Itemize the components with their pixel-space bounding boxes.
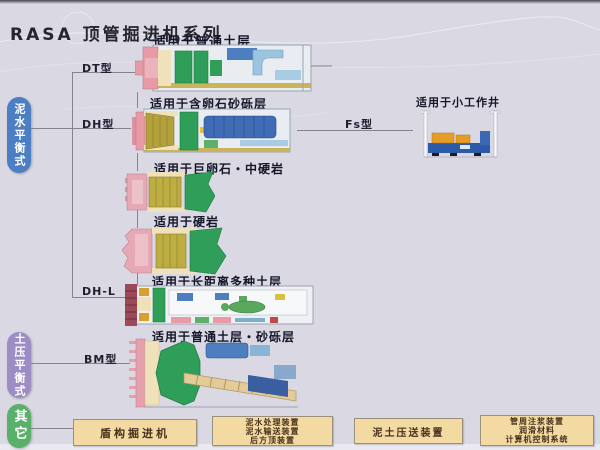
equipment-box-slurry-systems: 泥水处理装置 泥水输送装置 后方顶装置 xyxy=(212,416,333,446)
equipment-box-line: 润滑材料 xyxy=(519,426,555,435)
bm-machine-illustration xyxy=(129,338,298,408)
model-label-dh: DH型 xyxy=(82,118,115,131)
equipment-box-shield-machine: 盾构掘进机 xyxy=(73,419,197,446)
dt-branch-line xyxy=(72,72,135,73)
model-label-dhl: DH-L xyxy=(82,285,116,298)
equipment-box-line: 计算机控制系统 xyxy=(505,435,569,444)
application-label-boulder-midrock: 适用于巨卵石・中硬岩 xyxy=(154,162,285,176)
equipment-box-grouting-control: 管周注浆装置 润滑材料 计算机控制系统 xyxy=(480,415,594,446)
m3-m4-link-line xyxy=(137,208,138,228)
equipment-box-line: 泥水输送装置 xyxy=(245,426,300,436)
m4-dhl-link-line xyxy=(137,271,138,285)
application-label-gravel-cobble: 适用于含卵石砂砾层 xyxy=(150,97,268,111)
hard-rock-machine-illustration xyxy=(122,227,227,275)
application-label-hard-rock: 适用于硬岩 xyxy=(154,215,220,229)
equipment-box-line: 泥土压送装置 xyxy=(372,427,445,439)
model-label-dt: DT型 xyxy=(82,62,113,75)
equipment-box-line: 管周注浆装置 xyxy=(510,417,564,426)
equipment-box-soil-transport: 泥土压送装置 xyxy=(354,418,463,444)
top-border xyxy=(0,0,600,4)
model-label-fs: Fs型 xyxy=(345,118,374,131)
fs-machine-small-shaft-illustration xyxy=(420,110,501,158)
trunk-connector-line xyxy=(72,72,73,297)
dhl-branch-line xyxy=(72,297,125,298)
boulder-rock-machine-illustration xyxy=(125,171,215,213)
bottom-border xyxy=(0,444,600,450)
equipment-box-line: 后方顶装置 xyxy=(250,435,295,445)
bm-branch-line xyxy=(31,363,130,364)
other-branch-line xyxy=(31,428,73,429)
dt-dh-link-line xyxy=(137,92,138,108)
dhl-machine-illustration xyxy=(125,284,314,326)
dh-m3-link-line xyxy=(137,153,138,171)
dh-branch-line xyxy=(31,128,131,129)
dt-machine-illustration xyxy=(135,44,332,92)
fs-branch-line xyxy=(297,130,413,131)
application-label-small-shaft: 适用于小工作井 xyxy=(416,96,500,109)
application-label-soil-gravel: 适用于普通土层・砂砾层 xyxy=(152,330,296,344)
category-other: 其它 xyxy=(7,404,31,448)
model-label-bm: BM型 xyxy=(84,353,118,366)
page-title: RASA 顶管掘进机系列 xyxy=(10,25,223,45)
equipment-box-line: 泥水处理装置 xyxy=(245,417,300,427)
dh-machine-illustration xyxy=(132,108,291,153)
equipment-box-line: 盾构掘进机 xyxy=(100,426,170,440)
category-slurry-balance: 泥水平衡式 xyxy=(7,97,31,173)
category-earth-pressure-balance: 土压平衡式 xyxy=(7,332,31,398)
